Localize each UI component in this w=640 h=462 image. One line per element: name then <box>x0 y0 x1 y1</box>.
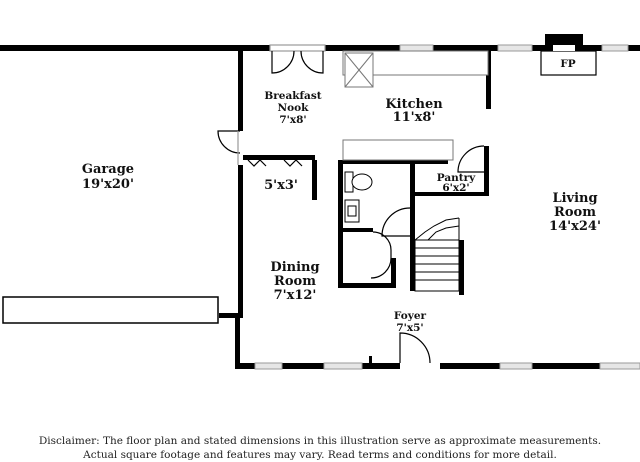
room-label-kitchen: Kitchen 11'x8' <box>385 97 443 125</box>
kitchen-counters <box>342 50 489 161</box>
room-name: Breakfast <box>264 90 321 102</box>
disclaimer-line-2: Actual square footage and features may v… <box>83 449 557 461</box>
room-label-breakfast-nook: Breakfast Nook 7'x8' <box>264 90 321 126</box>
room-dims: 6'x2' <box>442 182 469 194</box>
room-dims: 5'x3' <box>264 178 298 193</box>
room-name: Dining <box>270 260 319 275</box>
room-label-garage: Garage 19'x20' <box>82 162 134 192</box>
room-label-pantry: Pantry 6'x2' <box>437 172 476 194</box>
room-name: Room <box>274 274 316 289</box>
room-dims: 7'x8' <box>279 114 306 126</box>
room-dims: 11'x8' <box>393 110 436 125</box>
fireplace-label: FP <box>560 58 575 70</box>
room-label-closet: 5'x3' <box>264 178 298 193</box>
room-name: Pantry <box>437 172 476 184</box>
floor-plan: Garage 19'x20' Breakfast Nook 7'x8' Kitc… <box>0 34 640 370</box>
room-dims: 19'x20' <box>82 177 134 192</box>
garage-door <box>2 296 219 324</box>
toilet <box>344 171 373 193</box>
room-name: Garage <box>82 162 134 177</box>
room-name: Foyer <box>394 310 427 322</box>
staircase <box>414 217 460 292</box>
fireplace <box>540 45 597 76</box>
room-dims: 7'x5' <box>396 322 423 334</box>
room-label-dining-room: Dining Room 7'x12' <box>270 260 319 303</box>
room-label-foyer: Foyer 7'x5' <box>394 310 427 334</box>
disclaimer-line-1: Disclaimer: The floor plan and stated di… <box>38 435 602 447</box>
room-label-living-room: Living Room 14'x24' <box>549 191 601 234</box>
room-name: Living <box>552 191 597 206</box>
room-dims: 7'x12' <box>274 288 317 303</box>
disclaimer: Disclaimer: The floor plan and stated di… <box>0 434 640 462</box>
room-dims: 14'x24' <box>549 219 601 234</box>
room-name: Kitchen <box>385 97 443 112</box>
doors <box>217 44 485 364</box>
room-name: Nook <box>278 102 310 114</box>
sink <box>344 199 360 223</box>
room-name: Room <box>554 205 596 220</box>
